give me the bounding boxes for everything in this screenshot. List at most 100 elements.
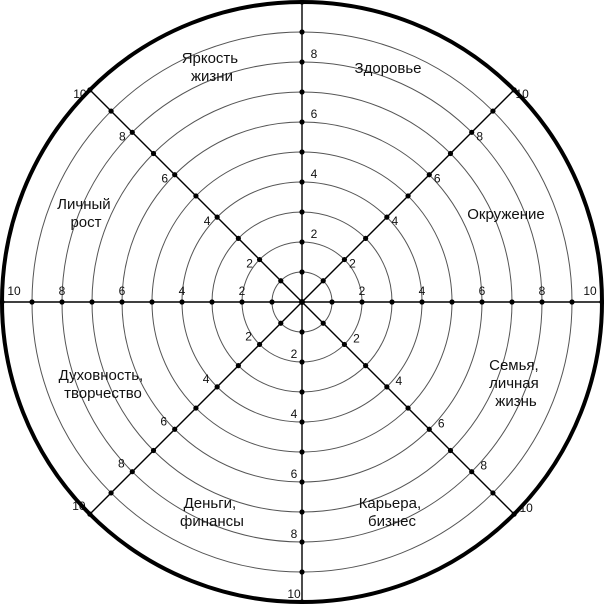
tick-labels: 2468102468102468102468102468102468102468… xyxy=(7,0,597,601)
tick-label: 2 xyxy=(291,347,298,361)
tick-label: 10 xyxy=(72,499,86,513)
sector-label-environment: Окружение xyxy=(467,206,544,223)
scale-dot xyxy=(172,172,178,178)
tick-label: 10 xyxy=(583,284,597,298)
tick-label: 6 xyxy=(160,414,167,428)
scale-dot xyxy=(363,363,369,369)
scale-dot xyxy=(59,299,65,305)
scale-dot xyxy=(299,209,305,215)
scale-dot xyxy=(89,299,95,305)
tick-label: 2 xyxy=(246,257,253,271)
tick-label: 8 xyxy=(118,457,125,471)
scale-dot xyxy=(539,299,545,305)
scale-dot xyxy=(299,179,305,185)
tick-label: 6 xyxy=(291,467,298,481)
scale-dot xyxy=(447,150,454,157)
tick-label: 2 xyxy=(359,284,366,298)
sector-label-family: Семья, личная жизнь xyxy=(489,357,543,410)
scale-dot xyxy=(449,299,455,305)
scale-dot xyxy=(299,449,305,455)
tick-label: 6 xyxy=(161,172,168,186)
tick-label: 6 xyxy=(434,172,441,186)
scale-dot xyxy=(150,447,157,454)
scale-dot xyxy=(490,108,496,114)
scale-dot xyxy=(359,299,365,305)
scale-dot xyxy=(256,256,263,263)
scale-dot xyxy=(299,119,305,125)
tick-label: 4 xyxy=(204,214,211,228)
sector-label-health: Здоровье xyxy=(355,60,422,77)
scale-dot xyxy=(150,150,157,157)
scale-dot xyxy=(299,509,305,515)
scale-dot xyxy=(209,299,215,305)
scale-dot xyxy=(490,490,496,496)
scale-dot xyxy=(172,426,178,432)
scale-dot xyxy=(214,384,220,390)
scale-dot xyxy=(329,299,335,305)
scale-dot xyxy=(29,299,35,305)
tick-label: 6 xyxy=(438,416,445,430)
scale-dot xyxy=(299,329,305,335)
sector-label-brightness: Яркость жизни xyxy=(182,50,243,85)
scale-dot xyxy=(299,89,305,95)
scale-dot xyxy=(129,469,135,475)
scale-dot xyxy=(320,278,326,284)
scale-dot xyxy=(179,299,185,305)
scale-dot xyxy=(299,239,305,245)
tick-label: 10 xyxy=(7,284,21,298)
scale-dot xyxy=(405,405,411,411)
scale-dot xyxy=(320,320,326,326)
tick-label: 4 xyxy=(392,214,399,228)
scale-dot xyxy=(278,278,284,284)
scale-dot xyxy=(426,426,432,432)
tick-label: 4 xyxy=(291,407,298,421)
scale-dot xyxy=(256,341,263,348)
scale-dot xyxy=(569,299,575,305)
scale-dot xyxy=(119,299,125,305)
tick-label: 4 xyxy=(396,374,403,388)
scale-dot xyxy=(193,193,199,199)
sector-label-career: Карьера, бизнес xyxy=(359,495,426,530)
scale-dot xyxy=(341,256,348,263)
scale-dot xyxy=(269,299,275,305)
tick-label: 6 xyxy=(479,284,486,298)
scale-dot xyxy=(239,299,245,305)
scale-dot xyxy=(447,447,454,454)
scale-dot xyxy=(108,490,114,496)
tick-label: 4 xyxy=(311,167,318,181)
scale-dot xyxy=(384,214,390,220)
scale-dot xyxy=(299,539,305,545)
scale-dot xyxy=(193,405,199,411)
scale-dot xyxy=(214,214,220,220)
tick-label: 2 xyxy=(349,257,356,271)
tick-label: 6 xyxy=(119,284,126,298)
scale-dot xyxy=(469,129,475,135)
tick-label: 4 xyxy=(179,284,186,298)
scale-dot xyxy=(299,59,305,65)
scale-dot xyxy=(419,299,425,305)
tick-label: 2 xyxy=(311,227,318,241)
scale-dot xyxy=(299,359,305,365)
scale-dot xyxy=(299,479,305,485)
tick-label: 2 xyxy=(239,284,246,298)
tick-label: 8 xyxy=(480,459,487,473)
center-dot xyxy=(299,299,305,305)
scale-dot xyxy=(299,569,305,575)
tick-label: 8 xyxy=(311,47,318,61)
scale-dot xyxy=(389,299,395,305)
scale-dot xyxy=(384,384,390,390)
tick-label: 8 xyxy=(59,284,66,298)
scale-dot xyxy=(341,341,348,348)
scale-dot xyxy=(149,299,155,305)
tick-label: 6 xyxy=(311,107,318,121)
scale-dot xyxy=(426,172,432,178)
tick-label: 8 xyxy=(291,527,298,541)
tick-label: 2 xyxy=(245,329,252,343)
scale-dot xyxy=(299,149,305,155)
tick-label: 2 xyxy=(353,331,360,345)
tick-label: 4 xyxy=(419,284,426,298)
scale-dot xyxy=(469,469,475,475)
